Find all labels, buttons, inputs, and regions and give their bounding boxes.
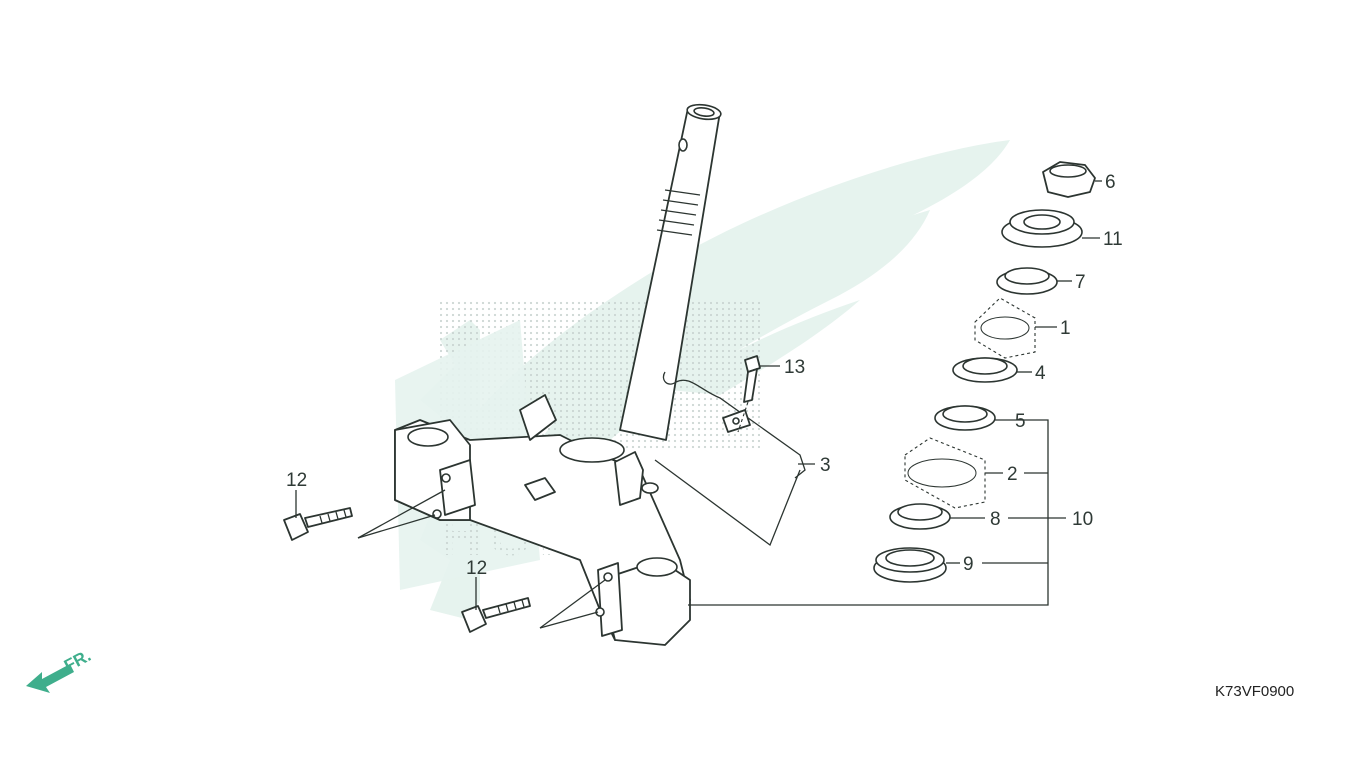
bolt-12-upper <box>283 489 446 541</box>
race-5 <box>934 405 996 431</box>
callout-12-lower: 12 <box>466 558 487 579</box>
front-direction-indicator: FR. <box>26 646 94 693</box>
honda-wing-watermark: HONDA <box>395 140 1010 620</box>
steering-stem <box>394 103 722 646</box>
callout-2: 2 <box>1007 464 1018 485</box>
callout-5: 5 <box>1015 411 1026 432</box>
callout-8: 8 <box>990 509 1001 530</box>
callout-1: 1 <box>1060 318 1071 339</box>
callout-9: 9 <box>963 554 974 575</box>
diagram-code: K73VF0900 <box>1215 683 1294 700</box>
callout-11: 11 <box>1103 229 1123 250</box>
steel-ball-1 <box>974 297 1036 359</box>
callouts: 6 11 7 1 4 5 2 8 10 9 3 13 12 12 <box>286 172 1123 579</box>
callout-13: 13 <box>784 357 805 378</box>
steering-nut-6 <box>1042 161 1096 198</box>
leader-lines <box>295 180 1102 610</box>
front-arrow-icon <box>26 664 74 693</box>
callout-10: 10 <box>1072 509 1093 530</box>
steel-ball-2 <box>904 437 986 509</box>
bolt-12-lower <box>461 579 606 633</box>
race-4 <box>952 357 1018 383</box>
callout-12-upper: 12 <box>286 470 307 491</box>
callout-3: 3 <box>820 455 831 476</box>
race-8 <box>889 503 951 530</box>
screw-13 <box>737 355 761 433</box>
race-7 <box>996 267 1058 295</box>
dust-seal-9 <box>873 547 947 583</box>
cone-race-11 <box>1001 209 1083 248</box>
callout-4: 4 <box>1035 363 1046 384</box>
callout-6: 6 <box>1105 172 1116 193</box>
callout-7: 7 <box>1075 272 1086 293</box>
